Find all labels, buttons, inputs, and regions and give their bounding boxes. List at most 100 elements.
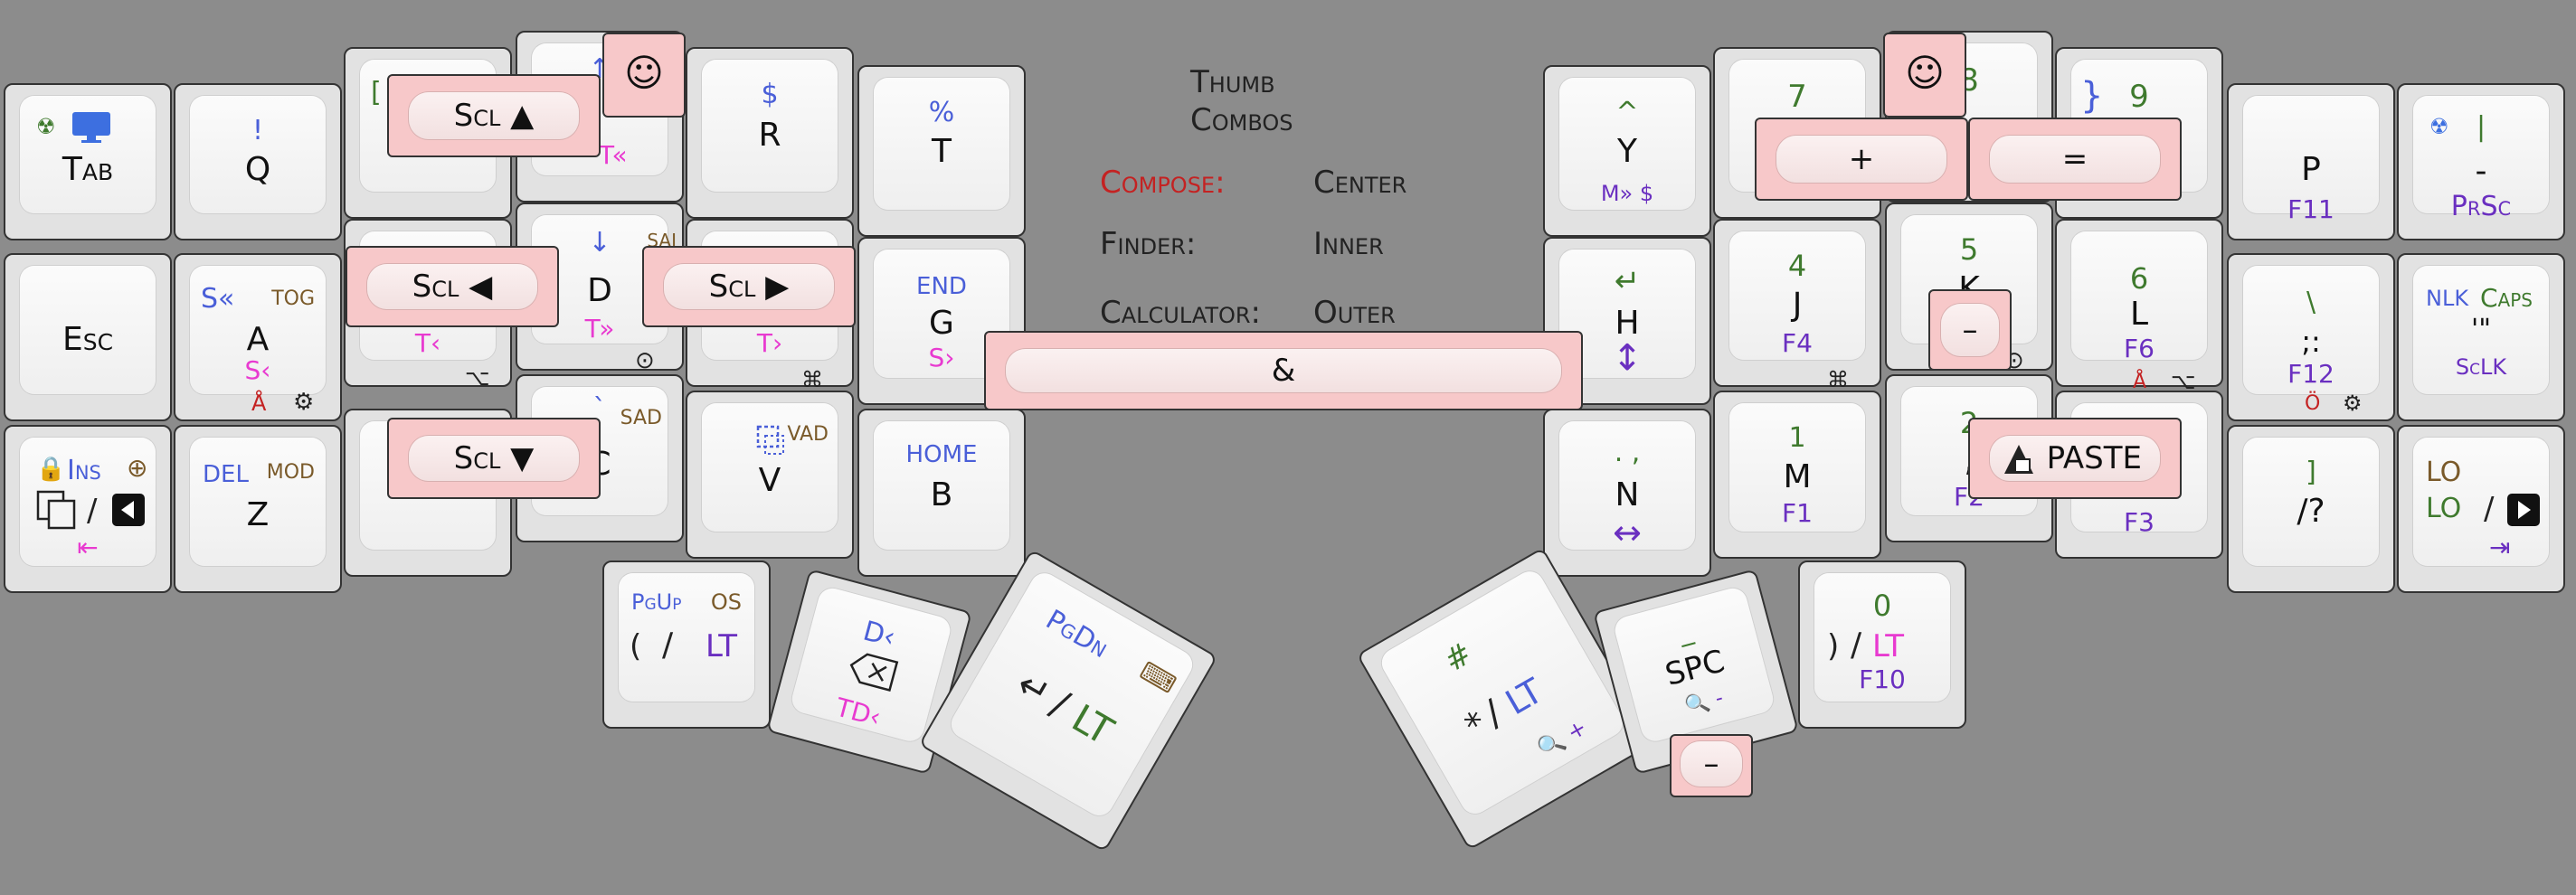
key-thumb-1: PgUp OS ( / LT xyxy=(602,561,771,729)
key-m-main: M xyxy=(1783,458,1812,495)
arrow-left-box-icon xyxy=(112,494,145,526)
smiley-icon-right: ☺ xyxy=(1905,51,1945,95)
key-semicolon-bottom-left: Ö xyxy=(2305,392,2321,415)
combo-scroll-right: Scl ▶ xyxy=(642,246,856,327)
key-thumb-6-right: LT xyxy=(1872,628,1905,664)
key-thumb-1-left: ( xyxy=(630,628,642,664)
key-z-main: Z xyxy=(246,496,270,533)
key-q-top: ! xyxy=(251,115,264,146)
smiley-icon: ☺ xyxy=(624,51,664,95)
key-dot-bottom: F3 xyxy=(2124,507,2155,537)
key-o-top: 9 xyxy=(2129,79,2149,115)
legend-compose-value: Center xyxy=(1313,165,1407,201)
key-v-main: V xyxy=(758,462,781,499)
combo-smiley-left: ☺ xyxy=(602,33,686,118)
key-quote: NLK Caps '" ScLK xyxy=(2397,253,2565,421)
key-thumb-1-top-left: PgUp xyxy=(631,589,682,615)
combo-minus-thumb: – xyxy=(1670,734,1753,797)
combo-plus-label: + xyxy=(1848,141,1875,177)
legend-calculator-label: Calculator: xyxy=(1100,295,1262,331)
key-h-main: H xyxy=(1615,305,1640,342)
key-p-bottom: F11 xyxy=(2287,194,2334,224)
key-quote-top-right: Caps xyxy=(2480,283,2533,313)
backspace-icon xyxy=(849,653,899,692)
key-a-bottom: S‹ xyxy=(244,355,271,385)
lock-icon: 🔒 xyxy=(36,456,66,483)
key-ins-sep: / xyxy=(87,493,98,529)
key-c-top: ` xyxy=(592,393,607,425)
combo-minus-thumb-label: – xyxy=(1703,746,1719,782)
key-ins: 🔒 Ins ⊕ / ⇤ xyxy=(4,425,172,593)
key-z-top-left: DEL xyxy=(203,461,249,488)
key-slash-main: /? xyxy=(2297,493,2325,530)
key-thumb-6: 0 ) / LT F10 xyxy=(1798,561,1966,729)
key-d-bottom: T» xyxy=(584,314,615,344)
key-tab: ☢ Tab xyxy=(4,83,172,240)
key-t-main: T xyxy=(932,133,952,170)
key-q-main: Q xyxy=(244,151,271,188)
key-g-bottom: S› xyxy=(928,343,955,372)
key-semicolon: \ ;: F12 Ö ⚙ xyxy=(2227,253,2395,421)
key-thumb-6-bottom: F10 xyxy=(1859,664,1906,694)
key-y: ^ Y M» $ xyxy=(1543,65,1711,237)
key-f-bottom: T› xyxy=(756,328,783,358)
key-e-bottom: T« xyxy=(599,140,628,170)
key-semicolon-main: ;: xyxy=(2301,325,2321,359)
key-esc-main: Esc xyxy=(62,321,114,358)
key-lo-main: LO xyxy=(2426,493,2462,524)
key-b: HOME B xyxy=(857,409,1026,577)
paste-icon xyxy=(2004,445,2033,474)
key-quote-top-left: NLK xyxy=(2426,286,2469,311)
legend-title-line1: Thumb xyxy=(1190,64,1275,100)
key-thumb-1-sep: / xyxy=(662,626,674,664)
combo-scroll-right-label: Scl ▶ xyxy=(708,268,790,305)
legend-finder-label: Finder: xyxy=(1100,226,1197,262)
key-ins-bottom: ⇤ xyxy=(77,532,99,562)
key-r: $ R xyxy=(686,47,854,219)
key-s-bottom: T‹ xyxy=(414,328,441,358)
combo-equals-label: = xyxy=(2061,141,2088,177)
key-h-bottom: ↕ xyxy=(1612,337,1643,379)
key-j-bottom: F4 xyxy=(1782,328,1813,358)
key-m-top: 1 xyxy=(1788,422,1806,454)
key-a-top-right: TOG xyxy=(271,287,315,310)
key-quote-bottom: ScLK xyxy=(2455,354,2507,380)
key-a-bottom-right: ⚙ xyxy=(293,389,315,416)
key-r-main: R xyxy=(758,117,781,154)
combo-scroll-left-label: Scl ◀ xyxy=(412,268,493,305)
key-l: 6 L F6 Å ⌥ xyxy=(2055,219,2223,392)
key-r-top: $ xyxy=(761,79,779,110)
legend-title: Thumb Combos xyxy=(1190,63,1293,139)
legend-compose-label: Compose: xyxy=(1100,165,1226,201)
key-s-bottom-right: ⌥ xyxy=(465,365,490,391)
key-thumb-1-top-right: OS xyxy=(710,589,742,615)
key-slash: ] /? xyxy=(2227,425,2395,593)
key-thumb-6-sep: / xyxy=(1851,626,1862,664)
key-a-bottom-left: Å xyxy=(251,391,267,416)
key-bar: ☢ | - PrSc xyxy=(2397,83,2565,240)
key-n: . , N ↔ xyxy=(1543,409,1711,577)
key-semicolon-top: \ xyxy=(2306,287,2316,318)
radioactive-icon-right: ☢ xyxy=(2429,114,2449,139)
key-b-main: B xyxy=(930,476,953,513)
legend-title-line2: Combos xyxy=(1190,102,1293,138)
key-j-bottom-right: ⌘ xyxy=(1827,367,1849,392)
key-ins-top: Ins xyxy=(67,455,101,486)
key-l-bottom-left: Å xyxy=(2133,371,2147,393)
key-lo-sep: / xyxy=(2484,491,2495,527)
key-semicolon-bottom-right: ⚙ xyxy=(2343,391,2363,416)
key-v: VAD V xyxy=(686,391,854,559)
combo-plus: + xyxy=(1755,118,1968,201)
key-l-bottom-right: ⌥ xyxy=(2171,369,2196,394)
key-l-main: L xyxy=(2129,296,2149,333)
key-j-top: 4 xyxy=(1787,249,1807,283)
key-d-main: D xyxy=(587,272,612,309)
key-g-main: G xyxy=(929,305,954,342)
key-g-top: END xyxy=(916,273,967,300)
key-lo: LO LO / ⇥ xyxy=(2397,425,2565,593)
combo-scroll-up: Scl ▲ xyxy=(387,74,601,157)
key-thumb-1-right: LT xyxy=(706,628,738,664)
key-m: 1 M F1 xyxy=(1713,391,1881,559)
key-thumb-4: # * / LT 🔍 + xyxy=(1356,547,1656,851)
